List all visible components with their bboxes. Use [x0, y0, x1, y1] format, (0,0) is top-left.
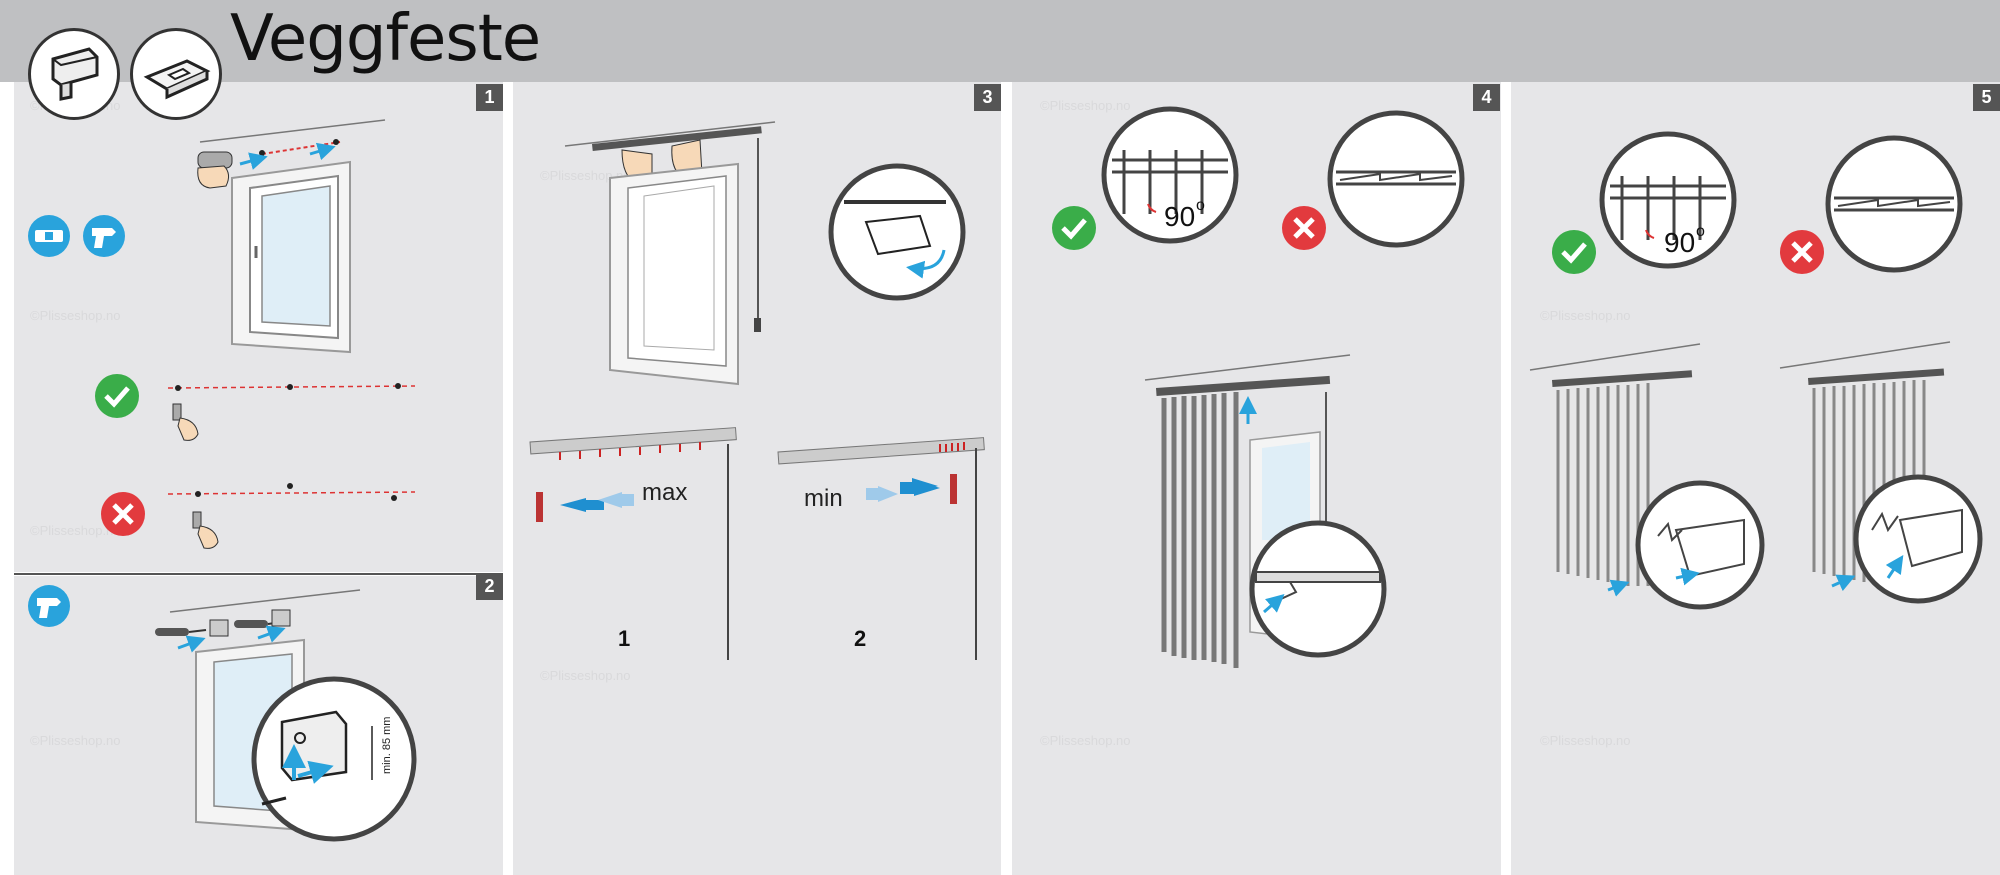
- check-icon: [95, 374, 139, 418]
- drill-icon: [83, 215, 125, 257]
- drill-hand-icon: [197, 151, 233, 189]
- angle-90-label: 90: [1664, 227, 1695, 258]
- check-icon: [1052, 206, 1096, 250]
- degree-sign: o: [1696, 223, 1705, 240]
- vertical-slats: [1161, 392, 1239, 668]
- step-badge-5: 5: [1973, 84, 2000, 111]
- headrail: [592, 126, 762, 151]
- watermark-text: ©Plisseshop.no: [540, 668, 631, 683]
- watermark-text: ©Plisseshop.no: [30, 733, 121, 748]
- sub-step-2: 2: [854, 626, 866, 651]
- min-label: min: [804, 485, 843, 512]
- level-icon: [28, 215, 70, 257]
- watermark-text: ©Plisseshop.no: [1540, 308, 1631, 323]
- check-icon: [1552, 230, 1596, 274]
- page-title: Veggfeste: [230, 2, 541, 76]
- angle-90-label: 90: [1164, 201, 1195, 232]
- screwdriver-icon: [155, 619, 229, 637]
- clip-icon: [130, 28, 222, 120]
- watermark-text: ©Plisseshop.no: [540, 168, 631, 183]
- window-drawing: [231, 160, 351, 354]
- watermark-text: ©Plisseshop.no: [1540, 733, 1631, 748]
- step-badge-1: 1: [476, 84, 503, 111]
- watermark-text: ©Plisseshop.no: [1040, 733, 1131, 748]
- detail-circle: [1249, 520, 1387, 658]
- step-badge-4: 4: [1473, 84, 1500, 111]
- step-badge-2: 2: [476, 573, 503, 600]
- step-badge-3: 3: [974, 84, 1001, 111]
- min-distance-label: min. 85 mm: [381, 717, 393, 774]
- watermark-text: ©Plisseshop.no: [1040, 98, 1131, 113]
- watermark-text: ©Plisseshop.no: [30, 308, 121, 323]
- sub-step-1: 1: [618, 626, 630, 651]
- degree-sign: o: [1196, 197, 1205, 214]
- header-bar: [0, 0, 2000, 82]
- vertical-slats: [1556, 383, 1650, 586]
- watermark-text: ©Plisseshop.no: [30, 523, 121, 538]
- screwdriver-icon: [234, 609, 291, 628]
- bracket-icon: [28, 28, 120, 120]
- drill-icon: [28, 585, 70, 627]
- detail-circle: [1327, 110, 1465, 248]
- max-label: max: [642, 479, 687, 506]
- level-hand-icon: [172, 403, 199, 441]
- level-hand-icon: [192, 511, 219, 549]
